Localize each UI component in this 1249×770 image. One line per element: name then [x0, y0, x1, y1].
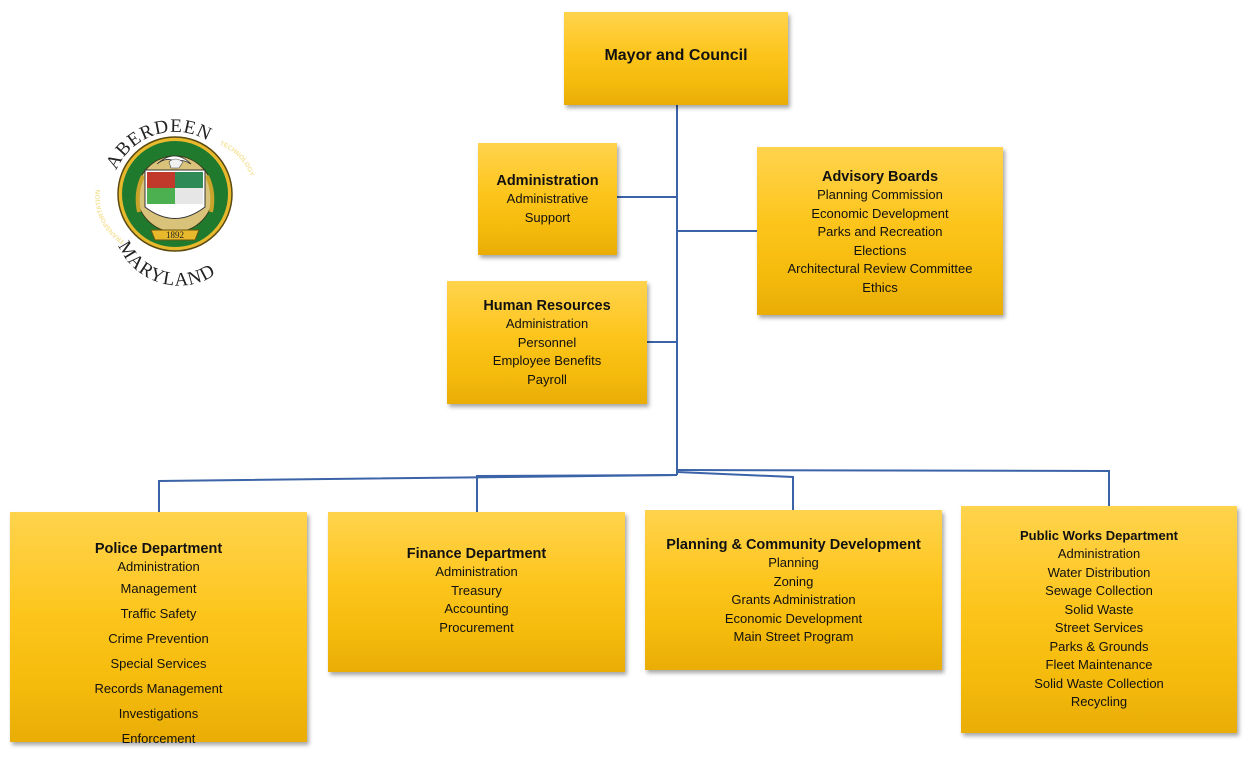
finance-department-item: Administration	[435, 564, 518, 579]
seal-year: 1892	[166, 230, 184, 240]
connector-public-works	[676, 469, 1110, 506]
public-works-department-item: Solid Waste	[1064, 601, 1134, 617]
planning-community-development-item: Planning	[768, 555, 819, 570]
human-resources-item: Payroll	[527, 371, 567, 387]
public-works-department-item: Fleet Maintenance	[1045, 657, 1153, 672]
administration-item: Support	[524, 209, 571, 225]
mayor-and-council-title: Mayor and Council	[604, 47, 748, 64]
planning-community-development-item: Main Street Program	[733, 629, 854, 644]
finance-department-item: Accounting	[444, 601, 509, 616]
connector-finance	[476, 474, 678, 512]
police-department-item: Enforcement	[121, 731, 196, 746]
public-works-department-item: Solid Waste Collection	[1034, 675, 1164, 691]
connector-planning	[676, 471, 794, 510]
public-works-department-item: Sewage Collection	[1045, 583, 1153, 598]
police-department-item: Investigations	[118, 706, 199, 721]
police-department-title: Police Department	[94, 541, 223, 557]
planning-community-development-item: Grants Administration	[731, 592, 856, 607]
finance-department-box: Finance Department Administration Treasu…	[328, 512, 625, 672]
human-resources-item: Personnel	[517, 334, 577, 350]
finance-department-item: Procurement	[439, 619, 514, 635]
advisory-boards-item: Architectural Review Committee	[787, 261, 973, 276]
finance-department-item: Treasury	[451, 582, 502, 598]
planning-community-development-item: Zoning	[773, 573, 814, 589]
public-works-department-item: Parks & Grounds	[1049, 638, 1149, 654]
advisory-boards-item: Planning Commission	[817, 187, 943, 202]
public-works-department-item: Water Distribution	[1047, 564, 1151, 580]
human-resources-item: Administration	[505, 316, 589, 331]
police-department-box: Police Department Administration Managem…	[10, 512, 307, 746]
advisory-boards-item: Parks and Recreation	[817, 224, 943, 239]
advisory-boards-item: Economic Development	[811, 205, 949, 221]
police-department-item: Special Services	[110, 656, 207, 671]
human-resources-title: Human Resources	[483, 298, 611, 314]
human-resources-box: Human Resources Administration Personnel…	[447, 281, 647, 404]
public-works-department-title: Public Works Department	[1020, 528, 1178, 543]
administration-item: Administrative	[506, 191, 589, 206]
police-department-item: Administration	[117, 559, 200, 574]
police-department-item: Crime Prevention	[108, 631, 209, 646]
mayor-and-council-box: Mayor and Council	[564, 12, 788, 105]
advisory-boards-title: Advisory Boards	[821, 169, 939, 185]
administration-box: Administration Administrative Support	[478, 143, 617, 255]
aberdeen-city-seal: ABERDEEN TRANSPORTATION TECHNOLOGY 1892 …	[95, 92, 256, 292]
connector-police	[158, 474, 678, 512]
public-works-department-item: Recycling	[1070, 694, 1128, 709]
police-department-item: Management	[120, 581, 197, 596]
planning-community-development-title: Planning & Community Development	[666, 537, 921, 553]
public-works-department-box: Public Works Department Administration W…	[961, 506, 1237, 733]
planning-community-development-item: Economic Development	[724, 610, 863, 626]
advisory-boards-box: Advisory Boards Planning Commission Econ…	[757, 147, 1003, 315]
advisory-boards-item: Ethics	[862, 279, 898, 295]
planning-community-development-box: Planning & Community Development Plannin…	[645, 510, 942, 670]
police-department-item: Records Management	[94, 681, 223, 696]
human-resources-item: Employee Benefits	[492, 353, 602, 368]
public-works-department-item: Street Services	[1054, 620, 1144, 635]
administration-title: Administration	[496, 173, 599, 189]
city-seal-icon: ABERDEEN TRANSPORTATION TECHNOLOGY 1892 …	[95, 116, 256, 291]
finance-department-title: Finance Department	[406, 546, 547, 562]
police-department-item: Traffic Safety	[120, 606, 197, 621]
advisory-boards-item: Elections	[853, 242, 907, 258]
public-works-department-item: Administration	[1057, 546, 1141, 561]
